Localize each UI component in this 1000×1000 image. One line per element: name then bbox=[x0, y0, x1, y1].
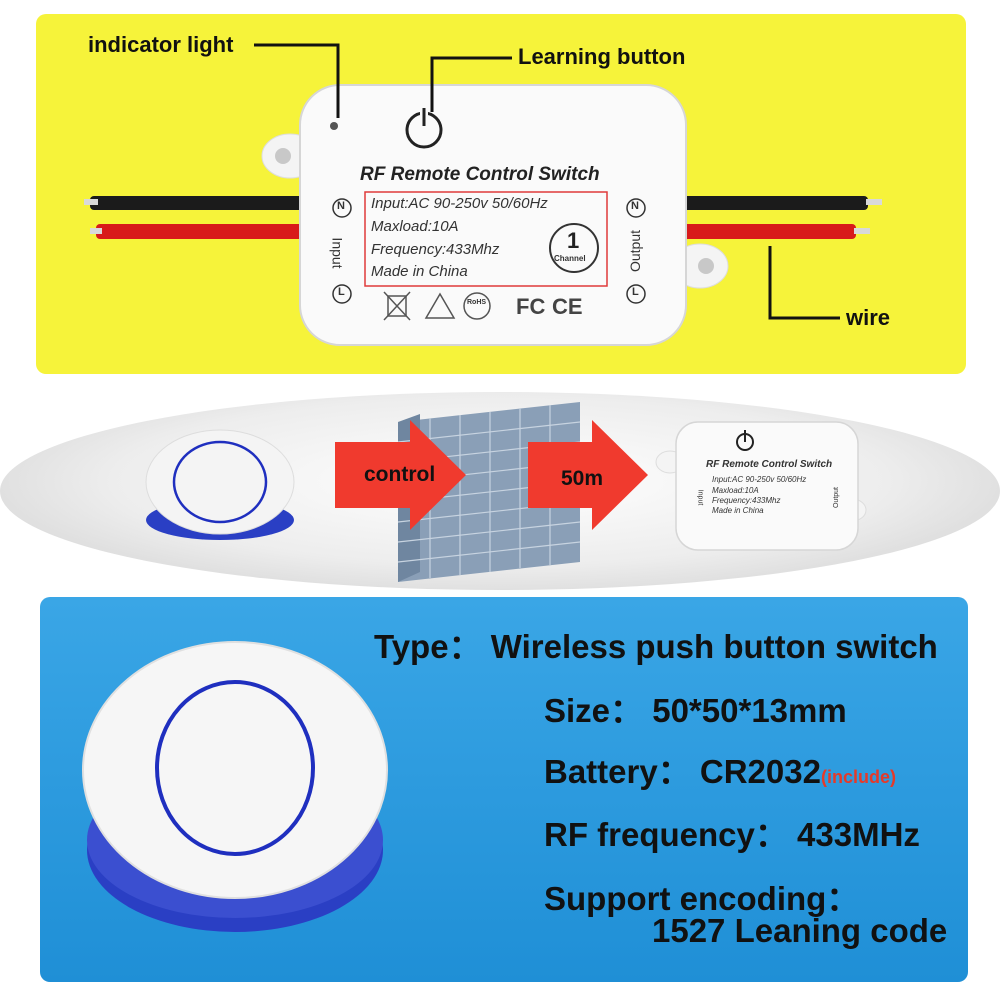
n-symbol-right: N bbox=[631, 200, 639, 212]
wire-black-left bbox=[90, 196, 330, 210]
push-button-ring bbox=[155, 680, 315, 856]
recycle-icon bbox=[424, 292, 456, 319]
spec-size-value: 50*50*13mm bbox=[652, 692, 847, 729]
small-device-body bbox=[675, 421, 859, 551]
device-made-in: Made in China bbox=[371, 263, 468, 280]
learning-callout-line bbox=[430, 56, 512, 112]
small-device-title: RF Remote Control Switch bbox=[706, 459, 833, 470]
weee-bin-icon bbox=[383, 291, 411, 321]
spec-type-label: Type： bbox=[374, 628, 482, 665]
control-label: control bbox=[364, 463, 436, 486]
spec-battery-row: Battery： CR2032(include) bbox=[544, 745, 896, 793]
distance-label: 50m bbox=[561, 467, 604, 490]
device-frequency: Frequency:433Mhz bbox=[371, 241, 500, 258]
spec-type-row: Type： Wireless push button switch bbox=[374, 620, 938, 668]
push-button-body bbox=[82, 641, 388, 899]
spec-rf-row: RF frequency： 433MHz bbox=[544, 808, 920, 856]
distance-arrow bbox=[528, 420, 648, 530]
indicator-light-label: indicator light bbox=[88, 32, 234, 57]
device-illustration bbox=[84, 43, 882, 346]
control-arrow bbox=[335, 420, 466, 530]
spec-battery-value: CR2032 bbox=[699, 753, 821, 790]
n-symbol-left: N bbox=[337, 200, 345, 212]
small-device-input-spec: Input:AC 90-250v 50/60Hz bbox=[712, 475, 807, 484]
small-device-made-in: Made in China bbox=[712, 506, 764, 515]
small-device-frequency: Frequency:433Mhz bbox=[712, 496, 781, 505]
spec-encoding-label: Support encoding： bbox=[544, 880, 860, 917]
rohs-icon bbox=[463, 292, 491, 320]
small-button-ring bbox=[172, 440, 268, 524]
output-label: Output bbox=[627, 229, 644, 273]
wire-label: wire bbox=[846, 305, 891, 330]
wire-black-right bbox=[680, 196, 868, 210]
rohs-text: RoHS bbox=[467, 299, 487, 306]
device-input-spec: Input:AC 90-250v 50/60Hz bbox=[371, 195, 548, 212]
channel-badge bbox=[549, 223, 599, 273]
wire-tip bbox=[866, 199, 882, 205]
spec-highlight-box bbox=[364, 191, 608, 287]
spec-battery-label: Battery： bbox=[544, 753, 691, 790]
spec-size-label: Size： bbox=[544, 692, 644, 729]
device-title: RF Remote Control Switch bbox=[360, 164, 600, 185]
spec-encoding-value: 1527 Leaning code bbox=[652, 912, 948, 949]
ce-mark: CE bbox=[552, 294, 583, 319]
indicator-callout-line bbox=[254, 43, 340, 118]
spec-type-value: Wireless push button switch bbox=[490, 628, 938, 665]
small-device-maxload: Maxload:10A bbox=[712, 486, 759, 495]
small-device-input-label: Input bbox=[696, 489, 704, 506]
indicator-light-dot bbox=[330, 122, 338, 130]
wire-red-left bbox=[96, 224, 328, 239]
wire-tip bbox=[90, 228, 102, 234]
channel-word: Channel bbox=[554, 254, 586, 263]
device-maxload: Maxload:10A bbox=[371, 218, 459, 235]
spec-rf-value: 433MHz bbox=[797, 816, 920, 853]
wire-callout-line bbox=[768, 246, 840, 320]
l-symbol-right: L bbox=[632, 286, 639, 298]
device-body bbox=[299, 84, 687, 346]
learning-button-label: Learning button bbox=[518, 44, 686, 69]
small-device-output-label: Output bbox=[833, 486, 841, 509]
spec-battery-note: (include) bbox=[820, 767, 896, 787]
spec-size-row: Size： 50*50*13mm bbox=[544, 684, 847, 732]
wire-tip bbox=[84, 199, 98, 205]
range-demo-illustration bbox=[145, 402, 867, 582]
spec-rf-label: RF frequency： bbox=[544, 816, 788, 853]
wire-red-right bbox=[680, 224, 856, 239]
l-symbol-left: L bbox=[338, 286, 345, 298]
push-button-illustration bbox=[82, 641, 388, 932]
fcc-mark: FC bbox=[516, 294, 546, 319]
small-button-body bbox=[145, 429, 295, 535]
wire-tip bbox=[854, 228, 870, 234]
input-label: Input bbox=[329, 237, 346, 269]
channel-number: 1 bbox=[567, 228, 580, 253]
